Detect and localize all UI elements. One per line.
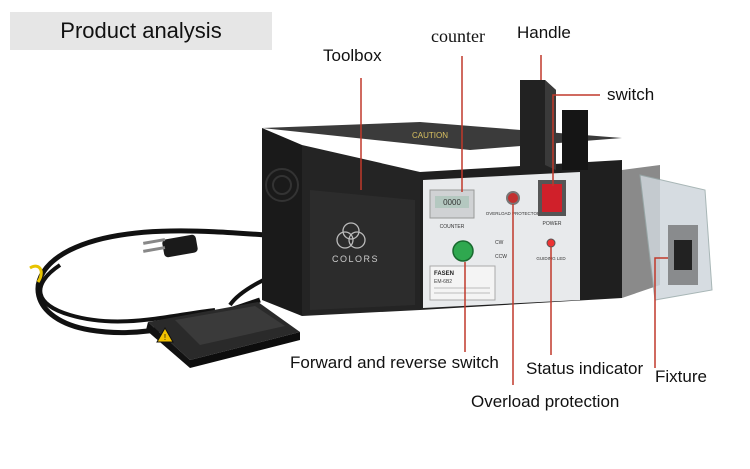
svg-text:COUNTER: COUNTER [440, 224, 465, 230]
svg-text:CCW: CCW [495, 254, 507, 260]
logo-text: COLORS [332, 254, 379, 264]
forward-reverse-button [452, 240, 474, 262]
svg-text:0000: 0000 [443, 198, 461, 207]
cable-tie [29, 264, 43, 283]
power-switch [542, 184, 562, 212]
fixture-line [654, 257, 668, 368]
page-title: Product analysis [60, 18, 222, 43]
callout-toolbox: Toolbox [323, 46, 382, 65]
callout-overload: Overload protection [471, 392, 620, 411]
callout-forward-reverse: Forward and reverse switch [290, 353, 499, 372]
svg-text:FASEN: FASEN [434, 271, 454, 277]
colors-logo: COLORS [332, 222, 379, 264]
switch-line [552, 94, 600, 186]
caution-label: CAUTION [412, 131, 448, 140]
callout-fixture: Fixture [655, 367, 707, 386]
power-plug [142, 234, 198, 258]
foot-pedal: ! [146, 302, 300, 368]
fixture [622, 165, 713, 301]
control-panel: 0000 COUNTER OVERLOAD PROTECTOR POWER CW… [423, 172, 580, 308]
title-box: Product analysis [10, 12, 272, 50]
svg-text:CW: CW [495, 240, 504, 246]
nameplate [429, 265, 496, 301]
svg-text:!: ! [164, 333, 166, 342]
svg-text:EM-6B2: EM-6B2 [434, 279, 452, 285]
callout-switch: switch [607, 85, 655, 104]
callout-handle: Handle [517, 23, 571, 42]
callout-status-indicator: Status indicator [526, 359, 644, 378]
svg-text:POWER: POWER [543, 221, 562, 227]
callout-counter: counter [431, 26, 485, 46]
